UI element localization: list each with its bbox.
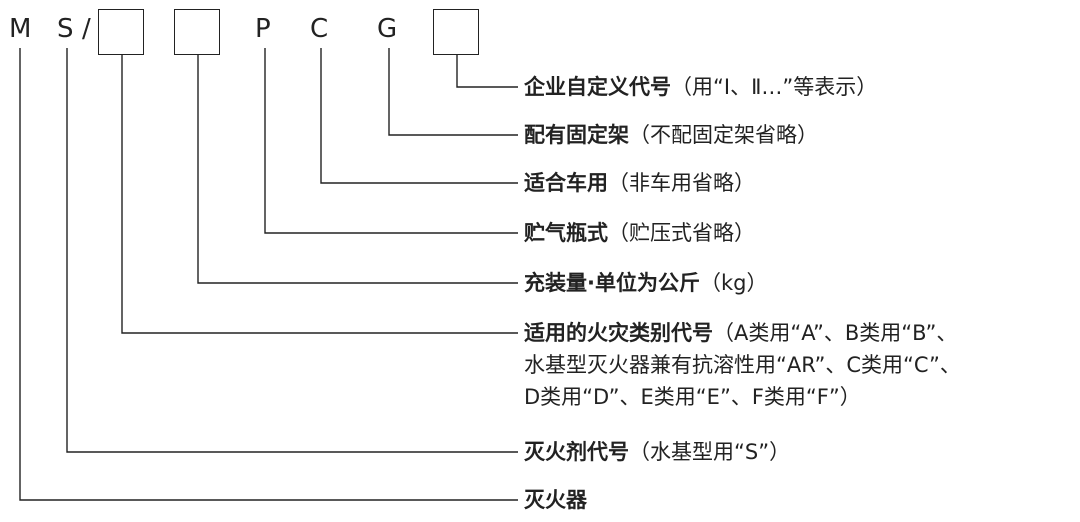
label-agent: 灭火剂代号（水基型用“S”） — [524, 436, 790, 468]
leader-enterprise — [456, 55, 518, 88]
label-charge: 充装量·单位为公斤（kg） — [524, 267, 767, 299]
label-fire-class: 适用的火灾类别代号（A类用“A”、B类用“B”、 水基型灭火器兼有抗溶性用“AR… — [524, 317, 961, 413]
label-fire-class-line3: D类用“D”、E类用“E”、F类用“F”） — [524, 385, 861, 409]
leader-fire-class — [121, 55, 518, 334]
label-extinguisher: 灭火器 — [524, 484, 587, 516]
label-agent-main: 灭火剂代号 — [524, 440, 629, 464]
label-fire-class-note: （A类用“A”、B类用“B”、 — [713, 321, 958, 345]
label-bracket-note: （不配固定架省略） — [629, 123, 818, 147]
leader-vehicle — [320, 48, 518, 184]
code-letter-c: C — [310, 14, 329, 44]
label-fire-class-line2: 水基型灭火器兼有抗溶性用“AR”、C类用“C”、 — [524, 353, 961, 377]
code-letter-p: P — [255, 14, 271, 44]
code-letter-s: S — [57, 14, 74, 44]
label-vehicle-note: （非车用省略） — [608, 171, 755, 195]
label-cylinder-main: 贮气瓶式 — [524, 221, 608, 245]
label-agent-note: （水基型用“S”） — [629, 440, 791, 464]
label-fire-class-main: 适用的火灾类别代号 — [524, 321, 713, 345]
label-charge-main: 充装量·单位为公斤 — [524, 271, 700, 295]
label-enterprise: 企业自定义代号（用“Ⅰ、Ⅱ…”等表示） — [524, 71, 877, 103]
label-bracket: 配有固定架（不配固定架省略） — [524, 119, 818, 151]
code-box-enterprise — [433, 9, 479, 55]
leader-charge — [197, 55, 518, 284]
label-fire-class-line1: 适用的火灾类别代号（A类用“A”、B类用“B”、 — [524, 317, 961, 349]
code-letter-m: M — [9, 14, 32, 44]
leader-bracket — [388, 48, 518, 136]
label-cylinder-note: （贮压式省略） — [608, 221, 755, 245]
label-cylinder: 贮气瓶式（贮压式省略） — [524, 217, 755, 249]
leader-cylinder — [264, 48, 518, 234]
label-vehicle-main: 适合车用 — [524, 171, 608, 195]
label-bracket-main: 配有固定架 — [524, 123, 629, 147]
label-enterprise-note: （用“Ⅰ、Ⅱ…”等表示） — [671, 75, 878, 99]
leader-extinguisher — [19, 48, 518, 501]
code-slash: / — [82, 14, 91, 44]
label-charge-note: （kg） — [699, 271, 768, 295]
label-vehicle: 适合车用（非车用省略） — [524, 167, 755, 199]
label-enterprise-main: 企业自定义代号 — [524, 75, 671, 99]
code-box-charge — [174, 9, 220, 55]
code-box-fire-class — [98, 9, 144, 55]
leader-agent — [66, 48, 518, 453]
label-extinguisher-main: 灭火器 — [524, 488, 587, 512]
code-letter-g: G — [377, 14, 398, 44]
